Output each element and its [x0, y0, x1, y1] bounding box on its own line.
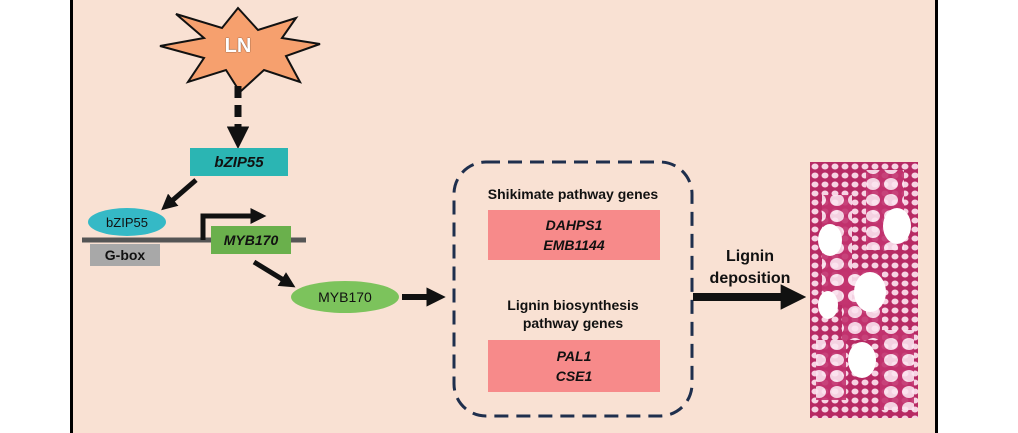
lignin-group-title-line1: Lignin biosynthesis [507, 297, 639, 313]
shikimate-gene-box: DAHPS1 EMB1144 [488, 210, 660, 260]
lignin-label-line1: Lignin [726, 248, 774, 265]
lignin-group-title-line2: pathway genes [522, 315, 624, 331]
gene-pal1: PAL1 [556, 348, 592, 364]
myb170-protein [291, 281, 399, 313]
myb170-gene-label: MYB170 [223, 232, 279, 248]
lignin-deposition-label: Lignin deposition [700, 246, 800, 290]
bzip55-gene-label: bZIP55 [214, 153, 264, 171]
gene-emb1144: EMB1144 [543, 237, 605, 253]
myb170-protein-label: MYB170 [318, 289, 372, 305]
lignin-label-line2: deposition [709, 270, 791, 287]
myb-gene-to-protein-arrow [252, 259, 296, 288]
bzip55-gene-box [190, 148, 288, 176]
g-box-label: G-box [104, 247, 146, 263]
target-genes-container [452, 160, 694, 418]
shikimate-group-title: Shikimate pathway genes [487, 186, 659, 202]
gene-to-protein-arrow [161, 178, 198, 211]
lignin-group-title: Lignin biosynthesis pathway genes [460, 296, 686, 332]
transcription-start-arrow [200, 207, 267, 240]
lignified-tissue-image [810, 162, 918, 418]
g-box-element [90, 244, 160, 266]
stimulus-label: LN [224, 34, 252, 57]
lignin-gene-box: PAL1 CSE1 [488, 340, 660, 392]
bzip55-protein [88, 208, 166, 236]
bzip55-protein-label: bZIP55 [106, 214, 148, 230]
gene-dahps1: DAHPS1 [545, 217, 603, 233]
gene-cse1: CSE1 [555, 368, 593, 384]
myb170-gene-box [211, 226, 291, 254]
